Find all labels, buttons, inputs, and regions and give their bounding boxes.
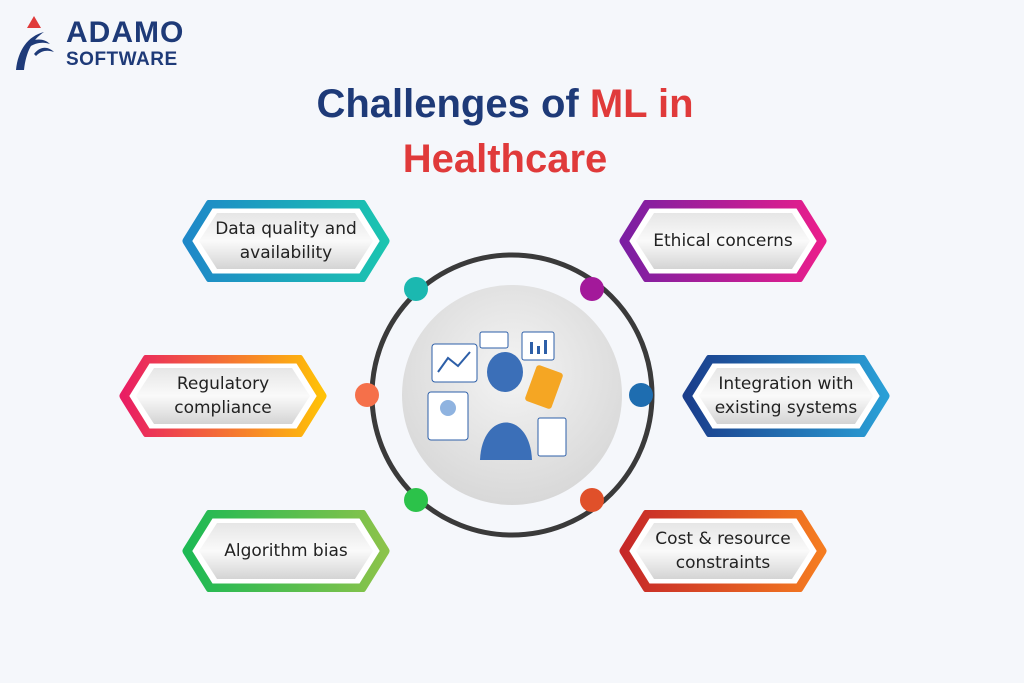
challenge-card-regulatory-compliance: Regulatory compliance bbox=[112, 355, 334, 437]
logo: ADAMO SOFTWARE bbox=[10, 14, 184, 72]
logo-name: ADAMO bbox=[66, 15, 185, 49]
page-title-line2: Healthcare bbox=[402, 137, 608, 181]
challenge-label: Cost & resource constraints bbox=[655, 529, 791, 573]
connector-dot-integration bbox=[629, 383, 653, 407]
logo-mark-icon bbox=[16, 16, 54, 70]
challenge-label: Integration with existing systems bbox=[714, 374, 858, 418]
hexagon-frame bbox=[182, 200, 390, 282]
title-part2: ML in bbox=[589, 82, 694, 126]
connector-dot-ethical-concerns bbox=[580, 277, 604, 301]
title-part1: Challenges of bbox=[316, 82, 590, 126]
hexagon-frame bbox=[619, 200, 827, 282]
hexagon-frame bbox=[119, 355, 327, 437]
challenge-card-algorithm-bias: Algorithm bias bbox=[175, 510, 397, 592]
connector-dot-cost-resources bbox=[580, 488, 604, 512]
challenge-card-ethical-concerns: Ethical concerns bbox=[612, 200, 834, 282]
challenge-label: Ethical concerns bbox=[653, 231, 793, 251]
center-disc bbox=[402, 285, 622, 505]
hexagon-frame bbox=[682, 355, 890, 437]
challenge-label: Algorithm bias bbox=[224, 541, 348, 561]
challenge-label: Data quality and availability bbox=[215, 219, 357, 263]
hexagon-frame bbox=[182, 510, 390, 592]
connector-dot-regulatory-compliance bbox=[355, 383, 379, 407]
challenge-card-data-quality: Data quality and availability bbox=[175, 200, 397, 282]
logo-subname: SOFTWARE bbox=[66, 48, 178, 70]
challenge-label: Regulatory compliance bbox=[174, 374, 272, 418]
ai-robot-illustration bbox=[427, 331, 567, 460]
connector-dot-algorithm-bias bbox=[404, 488, 428, 512]
connector-dot-data-quality bbox=[404, 277, 428, 301]
page-title: Challenges of ML in bbox=[0, 82, 1010, 127]
challenge-card-cost-resources: Cost & resource constraints bbox=[612, 510, 834, 592]
challenge-card-integration: Integration with existing systems bbox=[675, 355, 897, 437]
hexagon-frame bbox=[619, 510, 827, 592]
